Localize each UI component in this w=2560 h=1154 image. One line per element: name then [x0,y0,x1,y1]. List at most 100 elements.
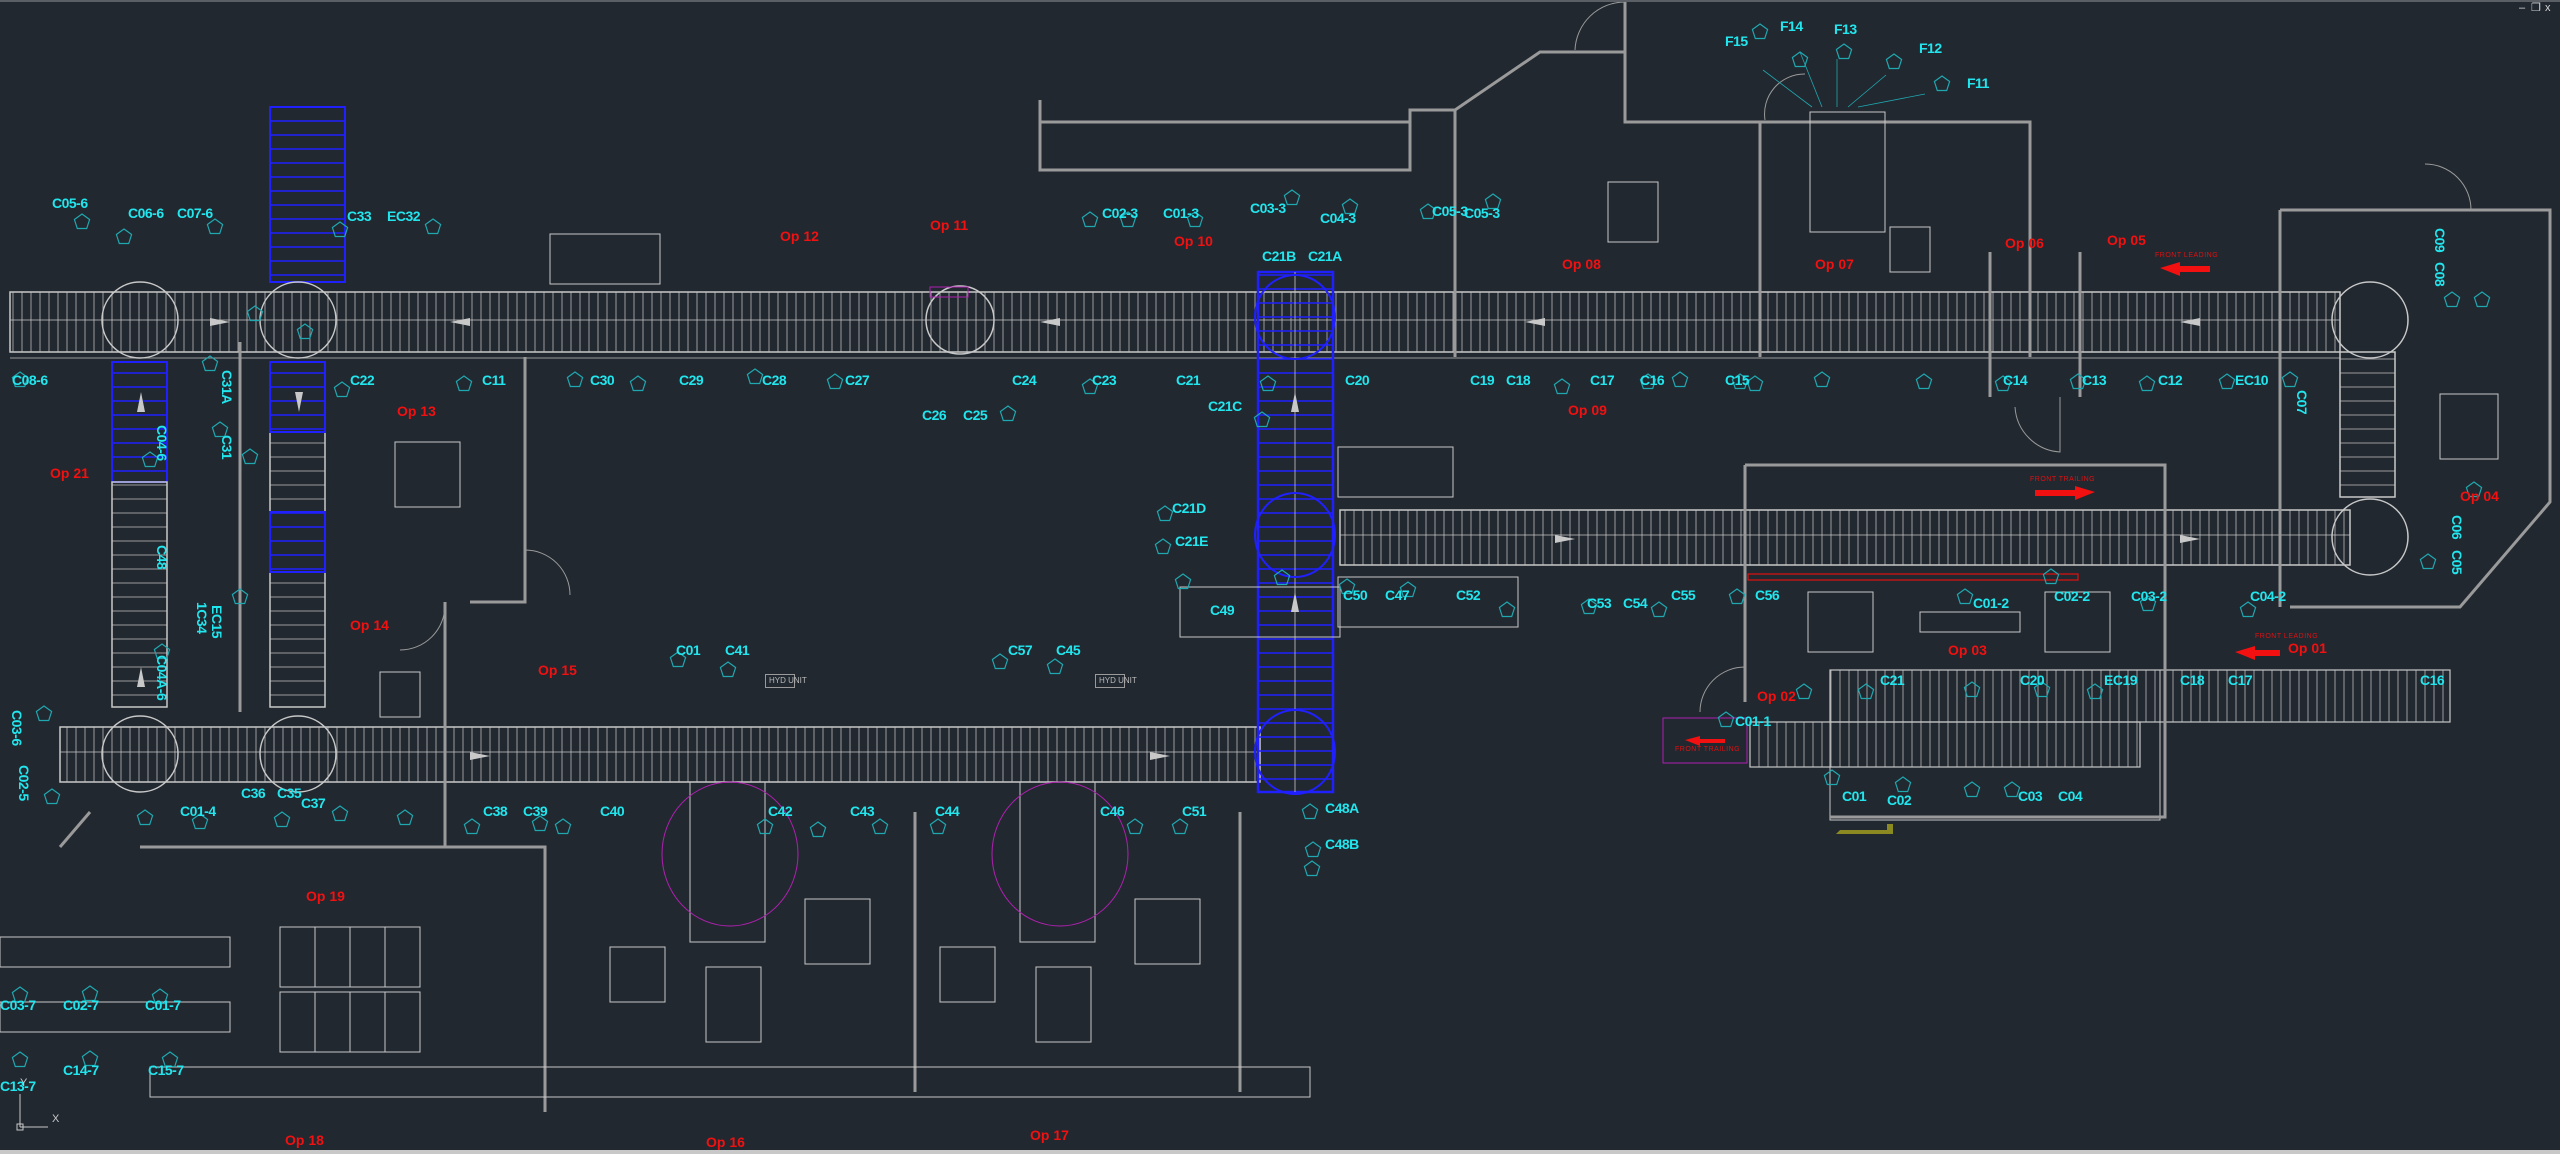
station-label-c04a-6: C04A-6 [154,655,170,701]
machines [0,111,2499,1098]
ucs-y-label: Y [20,1077,28,1089]
op-label-op18: Op 18 [285,1132,324,1148]
station-marker-icon [2003,781,2021,798]
station-label-c18: C18 [2180,672,2205,688]
station-label-c26: C26 [922,407,947,423]
station-marker-icon [1885,53,1903,70]
station-marker-icon [1963,781,1981,798]
station-label-c44: C44 [935,803,960,819]
close-button[interactable]: x [2545,2,2551,14]
station-label-c04-6: C04-6 [154,425,170,461]
station-label-c38: C38 [483,803,508,819]
station-marker-icon [2069,373,2087,390]
front-leading-note-right: FRONT LEADING [2255,633,2319,640]
station-marker-icon [2218,373,2236,390]
station-marker-icon [826,373,844,390]
station-marker-icon [333,381,351,398]
station-label-c05-3: C05-3 [1432,203,1468,219]
minimize-button[interactable]: – [2519,2,2526,14]
station-marker-icon [2086,683,2104,700]
station-marker-icon [991,653,1009,670]
station-marker-icon [2139,595,2157,612]
station-marker-icon [999,405,1017,422]
central-blue-transfer [1254,270,1336,795]
station-marker-icon [1731,373,1749,390]
feeder-leader-lines [1762,51,1926,108]
station-label-c16: C16 [2420,672,2445,688]
station-marker-icon [43,788,61,805]
station-label-c13: C13 [2082,372,2107,388]
station-marker-icon [191,813,209,830]
station-marker-icon [1303,860,1321,877]
station-label-c16: C16 [1640,372,1665,388]
station-marker-icon [1894,776,1912,793]
station-label-c35: C35 [277,785,302,801]
station-marker-icon [1119,211,1137,228]
assembly-line-conveyor [1749,669,2451,821]
station-label-c55: C55 [1671,587,1696,603]
station-marker-icon [1813,371,1831,388]
station-label-c06-6: C06-6 [128,205,164,221]
station-marker-icon [1915,373,1933,390]
red-zone-marker [1747,573,2079,581]
station-label-c27: C27 [845,372,870,388]
restore-button[interactable]: ❐ [2531,2,2541,14]
station-marker-icon [2473,291,2491,308]
station-label-c47: C47 [1385,587,1410,603]
op-label-op14: Op 14 [350,617,389,633]
op-label-op01: Op 01 [2288,640,2327,656]
station-marker-icon [331,805,349,822]
station-label-c18: C18 [1506,372,1531,388]
station-marker-icon [1728,588,1746,605]
station-label-c53: C53 [1587,595,1612,611]
window-top-border [0,0,2560,2]
station-label-c24: C24 [1012,372,1037,388]
red-direction-arrows [1685,262,2280,746]
station-label-c48: C48 [154,545,170,570]
station-marker-icon [161,1051,179,1068]
station-label-c02-7: C02-7 [63,997,99,1013]
station-marker-icon [1283,189,1301,206]
station-label-1c34: 1C34 [194,602,210,634]
station-marker-icon [746,368,764,385]
station-label-c46: C46 [1100,803,1125,819]
ucs-icon [16,1094,48,1131]
op-label-op16: Op 16 [706,1134,745,1150]
station-marker-icon [81,1050,99,1067]
station-marker-icon [396,809,414,826]
station-label-c05-3: C05-3 [1464,205,1500,221]
op-label-op17: Op 17 [1030,1127,1069,1143]
station-marker-icon [11,1051,29,1068]
station-marker-icon [1273,569,1291,586]
station-label-c48b: C48B [1325,836,1359,852]
safety-fencing [58,2,2552,1112]
op-label-op02: Op 02 [1757,688,1796,704]
station-marker-icon [1650,601,1668,618]
station-marker-icon [1498,601,1516,618]
station-label-c02-2: C02-2 [2054,588,2090,604]
station-label-c37: C37 [301,795,326,811]
station-marker-icon [151,988,169,1005]
station-label-c31a: C31A [219,370,235,404]
feeder-label-f15: F15 [1725,33,1748,49]
station-marker-icon [331,221,349,238]
station-label-c21e: C21E [1175,533,1209,549]
station-label-c02-3: C02-3 [1102,205,1138,221]
station-label-c21a: C21A [1308,248,1342,264]
station-label-c17: C17 [1590,372,1615,388]
op-label-op13: Op 13 [397,403,436,419]
station-label-c07: C07 [2294,390,2310,415]
station-label-c01-3: C01-3 [1163,205,1199,221]
station-marker-icon [1259,375,1277,392]
station-label-c29: C29 [679,372,704,388]
station-marker-icon [566,371,584,388]
station-label-c30: C30 [590,372,615,388]
station-label-c04-2: C04-2 [2250,588,2286,604]
station-marker-icon [11,371,29,388]
station-label-c21b: C21B [1262,248,1296,264]
station-marker-icon [719,661,737,678]
station-marker-icon [35,705,53,722]
op-label-op05: Op 05 [2107,232,2146,248]
station-marker-icon [871,818,889,835]
